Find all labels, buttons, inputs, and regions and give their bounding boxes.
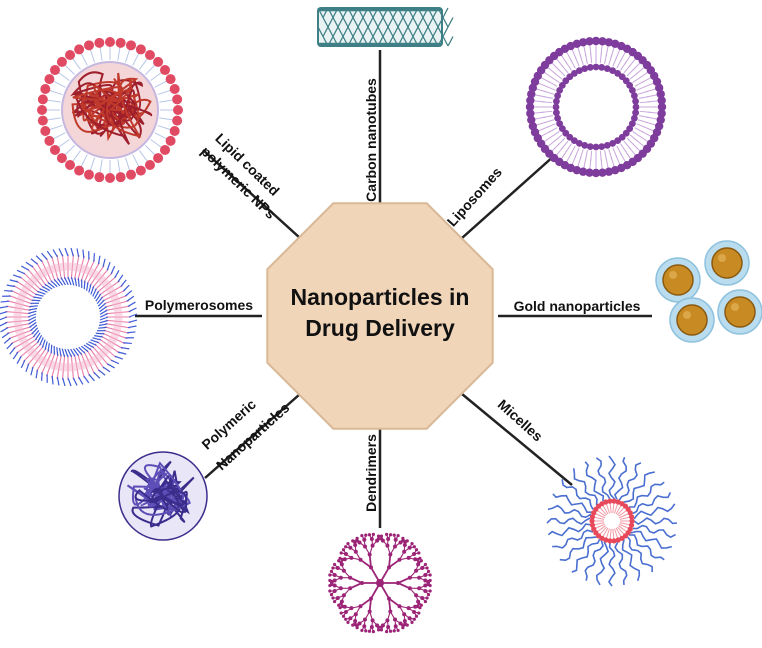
carbon-nanotube-illustration	[318, 8, 453, 46]
liposome-illustration	[526, 37, 666, 177]
gold-nanoparticles-illustration	[656, 241, 762, 342]
label-dendrimers: Dendrimers	[363, 434, 379, 512]
lipid-coated-np-illustration	[37, 37, 183, 183]
polymeric-nanoparticle-illustration	[119, 452, 207, 540]
hub-title-line2: Drug Delivery	[305, 315, 455, 341]
dendrimer-illustration	[328, 533, 431, 633]
label-carbon-nanotubes: Carbon nanotubes	[363, 78, 379, 202]
label-polymerosomes: Polymerosomes	[145, 297, 253, 313]
label-gold-nanoparticles: Gold nanoparticles	[514, 298, 641, 314]
polymerosome-illustration	[0, 248, 137, 386]
label-liposomes: Liposomes	[444, 164, 505, 230]
micelle-illustration	[547, 456, 677, 586]
hub-title-line1: Nanoparticles in	[291, 284, 470, 310]
label-micelles: Micelles	[495, 396, 546, 444]
